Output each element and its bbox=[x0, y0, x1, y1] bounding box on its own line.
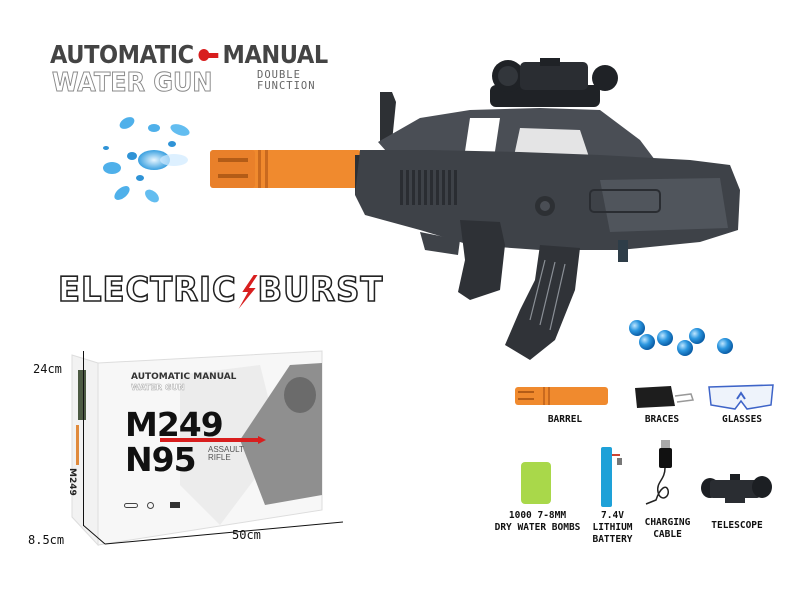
lightning-bolt-icon bbox=[238, 274, 258, 309]
glasses-small-icon bbox=[124, 503, 138, 508]
braces-accessory-image bbox=[635, 386, 695, 408]
accessory-label-barrel: BARREL bbox=[547, 414, 583, 425]
battery-accessory-image bbox=[601, 447, 612, 507]
water-gun-product-image bbox=[210, 58, 740, 360]
headline-automatic-manual: AUTOMATIC MANUAL bbox=[50, 40, 328, 69]
telescope-accessory-image bbox=[701, 474, 772, 503]
glasses-accessory-image bbox=[708, 384, 774, 410]
water-beads-image bbox=[629, 320, 733, 356]
headline-automatic: AUTOMATIC bbox=[50, 40, 194, 69]
accessory-label-telescope: TELESCOPE bbox=[711, 520, 763, 531]
water-bombs-pack-image bbox=[521, 462, 551, 504]
height-dimension-line bbox=[83, 351, 84, 526]
barrel-accessory-image bbox=[515, 387, 608, 405]
water-splash-icon bbox=[103, 117, 190, 203]
electric-burst-tagline: ELECTRIC BURST bbox=[57, 269, 384, 311]
arrow-head-icon bbox=[258, 436, 266, 444]
box-side-text: M249 bbox=[67, 468, 77, 496]
accessory-label-glasses: GLASSES bbox=[721, 414, 763, 425]
accessory-label-cable: CHARGING CABLE bbox=[644, 517, 691, 540]
packaging-box-image bbox=[71, 350, 323, 547]
box-height-label: 24cm bbox=[33, 362, 62, 376]
headline-water-gun: WATER GUN DOUBLE FUNCTION bbox=[52, 68, 315, 99]
box-model-m249: M249 bbox=[125, 405, 224, 444]
box-width-label: 50cm bbox=[232, 528, 261, 542]
box-subheader: WATER GUN bbox=[131, 383, 185, 393]
accessory-label-battery: 7.4V LITHIUM BATTERY bbox=[592, 510, 633, 545]
accessory-label-braces: BRACES bbox=[644, 414, 680, 425]
headline-double-function: DOUBLE FUNCTION bbox=[257, 69, 316, 92]
charging-cable-image bbox=[645, 440, 672, 505]
toggle-switch-icon bbox=[196, 49, 219, 63]
headline-manual: MANUAL bbox=[222, 40, 329, 69]
tagline-electric: ELECTRIC bbox=[57, 269, 237, 311]
box-type-label: ASSAULT RIFLE bbox=[208, 445, 244, 462]
box-depth-label: 8.5cm bbox=[28, 533, 65, 547]
box-red-arrow bbox=[160, 438, 260, 442]
box-model-n95: N95 bbox=[125, 440, 197, 479]
accessory-label-water-bombs: 1000 7-8MM DRY WATER BOMBS bbox=[494, 510, 581, 533]
battery-connector bbox=[617, 458, 622, 465]
base-dimension-lines bbox=[83, 521, 343, 545]
ball-small-icon bbox=[147, 502, 154, 509]
battery-small-icon bbox=[170, 502, 180, 508]
tagline-burst: BURST bbox=[257, 269, 384, 311]
battery-wire bbox=[612, 454, 620, 456]
headline-water-gun-text: WATER GUN bbox=[52, 68, 213, 99]
box-header: AUTOMATIC MANUAL bbox=[131, 372, 237, 382]
